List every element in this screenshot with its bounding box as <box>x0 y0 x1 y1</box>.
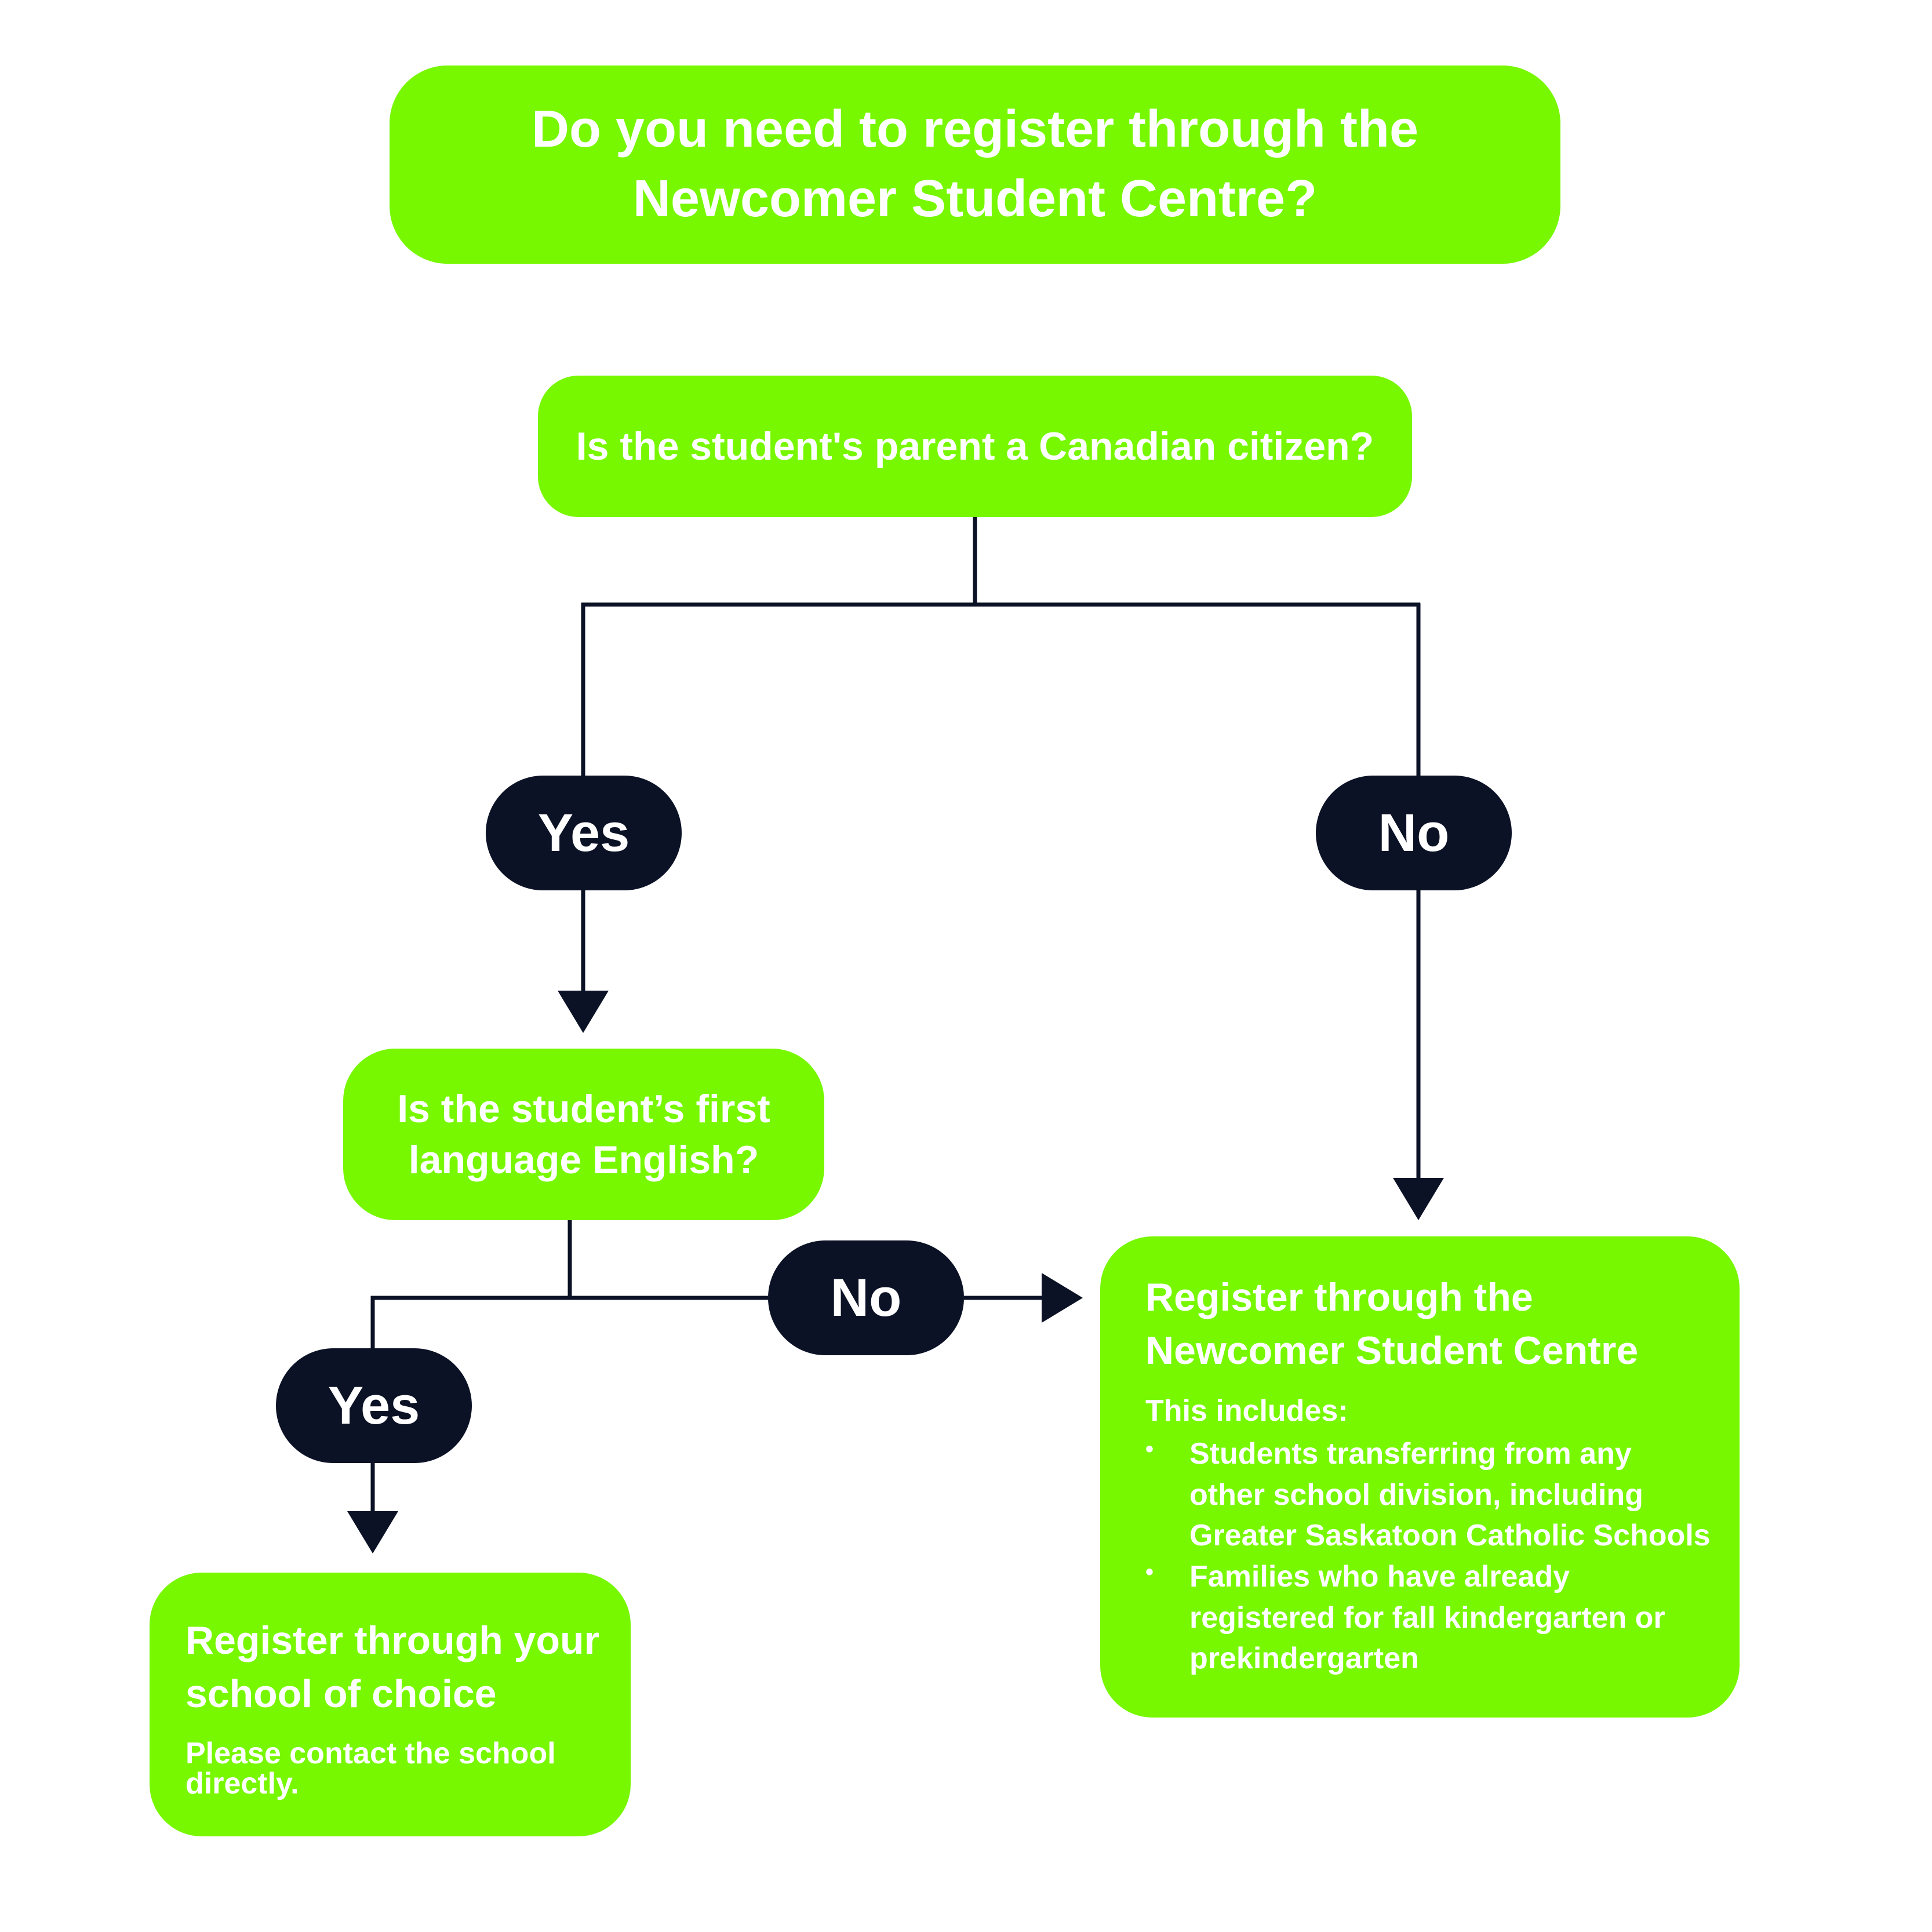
arrow-to-newcomer-from-no1 <box>1393 1178 1444 1220</box>
result-newcomer-title-line-2: Newcomer Student Centre <box>1145 1328 1639 1373</box>
list-item: Students transferring from any other sch… <box>1145 1433 1711 1556</box>
answer-yes-citizen: Yes <box>486 776 682 890</box>
result-school-note-line-2: directly. <box>185 1766 299 1800</box>
answer-yes-label: Yes <box>537 803 630 863</box>
list-item-line: Families who have already <box>1189 1559 1570 1593</box>
result-newcomer-title: Register through the Newcomer Student Ce… <box>1145 1271 1711 1378</box>
answer-no-label: No <box>830 1268 902 1327</box>
result-school-note: Please contact the school directly. <box>185 1738 607 1799</box>
result-newcomer-intro: This includes: <box>1145 1393 1348 1428</box>
result-school-note-line-1: Please contact the school <box>185 1736 556 1770</box>
title-box: Do you need to register through the Newc… <box>390 66 1560 264</box>
answer-no-english: No <box>768 1240 964 1355</box>
list-item-line: other school division, including <box>1189 1478 1643 1512</box>
question-2-line-2: language English? <box>408 1138 759 1182</box>
title-line-2: Newcomer Student Centre? <box>632 170 1318 228</box>
question-first-language: Is the student’s first language English? <box>343 1049 824 1220</box>
list-item-line: registered for fall kindergarten or <box>1189 1600 1665 1635</box>
answer-yes-label: Yes <box>328 1376 420 1435</box>
question-parent-citizen: Is the student's parent a Canadian citiz… <box>538 376 1412 517</box>
result-newcomer-centre: Register through the Newcomer Student Ce… <box>1100 1236 1740 1718</box>
list-item-line: Students transferring from any <box>1189 1436 1632 1471</box>
arrow-to-newcomer-from-no2 <box>1042 1273 1083 1323</box>
result-newcomer-title-line-1: Register through the <box>1145 1275 1533 1319</box>
list-item: Families who have already registered for… <box>1145 1556 1711 1679</box>
result-newcomer-list: Students transferring from any other sch… <box>1145 1433 1711 1679</box>
list-item-line: Greater Saskatoon Catholic Schools <box>1189 1519 1711 1553</box>
result-school-of-choice: Register through your school of choice P… <box>150 1573 631 1836</box>
question-2-line-1: Is the student’s first <box>397 1086 770 1131</box>
arrow-to-school <box>347 1511 398 1553</box>
answer-yes-english: Yes <box>276 1348 472 1463</box>
result-school-title-line-2: school of choice <box>185 1671 497 1716</box>
question-1-text: Is the student's parent a Canadian citiz… <box>576 424 1374 468</box>
answer-no-label: No <box>1378 803 1450 863</box>
title-line-1: Do you need to register through the <box>531 100 1419 159</box>
arrow-to-q2 <box>558 991 609 1033</box>
result-school-title-line-1: Register through your <box>185 1618 600 1662</box>
answer-no-citizen: No <box>1316 776 1512 890</box>
result-school-title: Register through your school of choice <box>185 1614 607 1721</box>
list-item-line: prekindergarten <box>1189 1642 1419 1676</box>
